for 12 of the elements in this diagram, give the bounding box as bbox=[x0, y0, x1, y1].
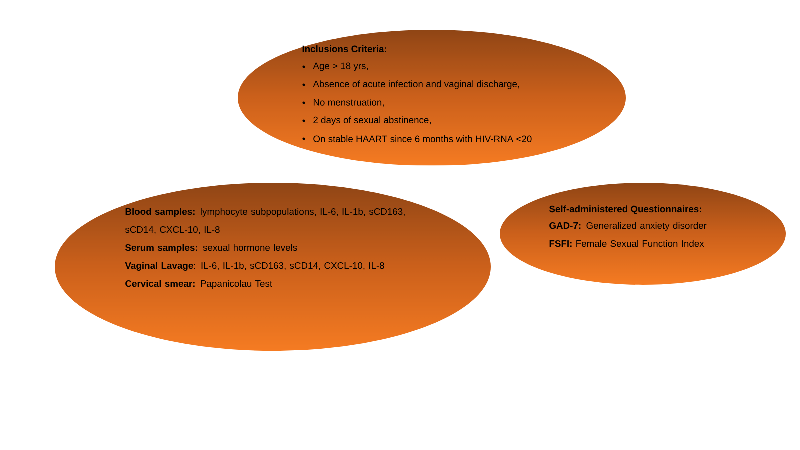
list-item: No menstruation, bbox=[314, 99, 384, 108]
list-item: 2 days of sexual abstinence, bbox=[314, 116, 431, 126]
text-line: Cervical smear: Papanicolau Test bbox=[126, 280, 272, 289]
heading: Self-administered Questionnaires: bbox=[549, 206, 702, 214]
list-item: Age > 18 yrs, bbox=[313, 62, 368, 72]
text-line: Vaginal Lavage: IL-6, IL-1b, sCD163, sCD14, CXCL-10, IL-8 bbox=[125, 262, 384, 271]
list-item: Absence of acute infection and vaginal discharge, bbox=[313, 80, 520, 90]
text-line: FSFI: Female Sexual Function Index bbox=[550, 240, 704, 248]
text-line: GAD-7: Generalized anxiety disorder bbox=[550, 222, 707, 231]
heading: Inclusions Criteria: bbox=[302, 46, 386, 52]
list-item: On stable HAART since 6 months with HIV-RNA <20 bbox=[314, 136, 532, 142]
text-line: Serum samples: sexual hormone levels bbox=[125, 244, 298, 253]
